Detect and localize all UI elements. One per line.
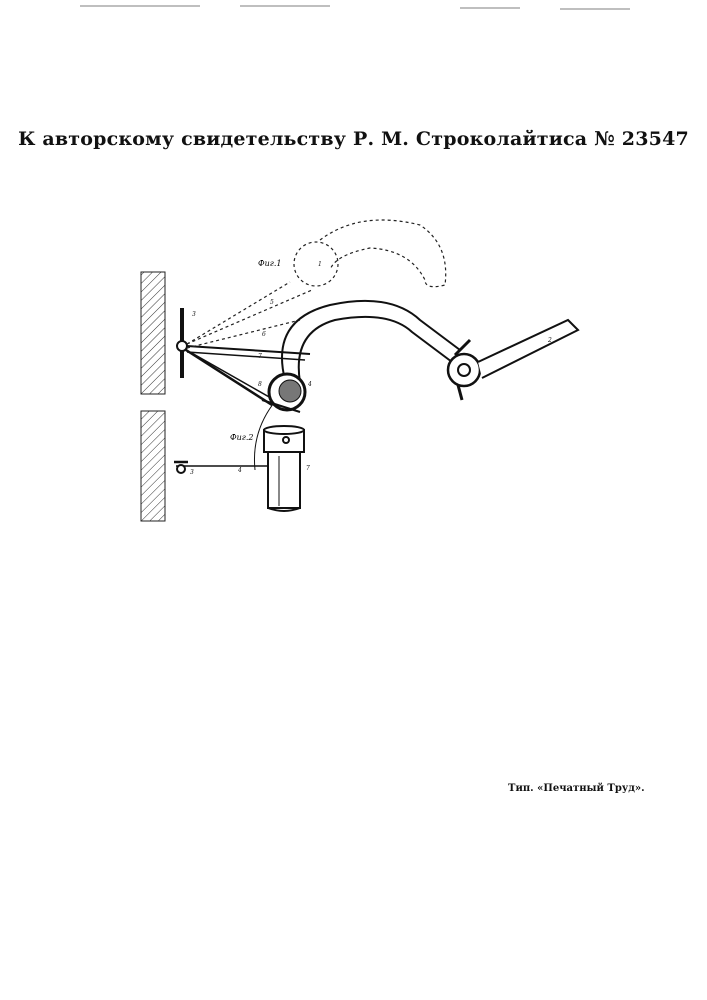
printer-imprint: Тип. «Печатный Труд». (508, 783, 645, 794)
part-number: 7 (306, 465, 310, 472)
scan-marks (80, 6, 630, 9)
part-number: 6 (262, 331, 266, 338)
fig2-label: Фиг.2 (230, 433, 253, 442)
wall-section (141, 272, 165, 521)
part-number: 7 (258, 353, 262, 360)
part-number: 4 (237, 467, 242, 474)
fig1-roller (262, 374, 305, 412)
part-number: 5 (270, 299, 274, 306)
part-number: 3 (192, 311, 196, 318)
part-number: 2 (547, 337, 552, 344)
part-number: 1 (318, 261, 322, 268)
part-number: 3 (190, 469, 194, 476)
fig1-label: Фиг.1 (258, 259, 281, 268)
part-number: 8 (258, 381, 262, 388)
part-number: 4 (307, 381, 312, 388)
